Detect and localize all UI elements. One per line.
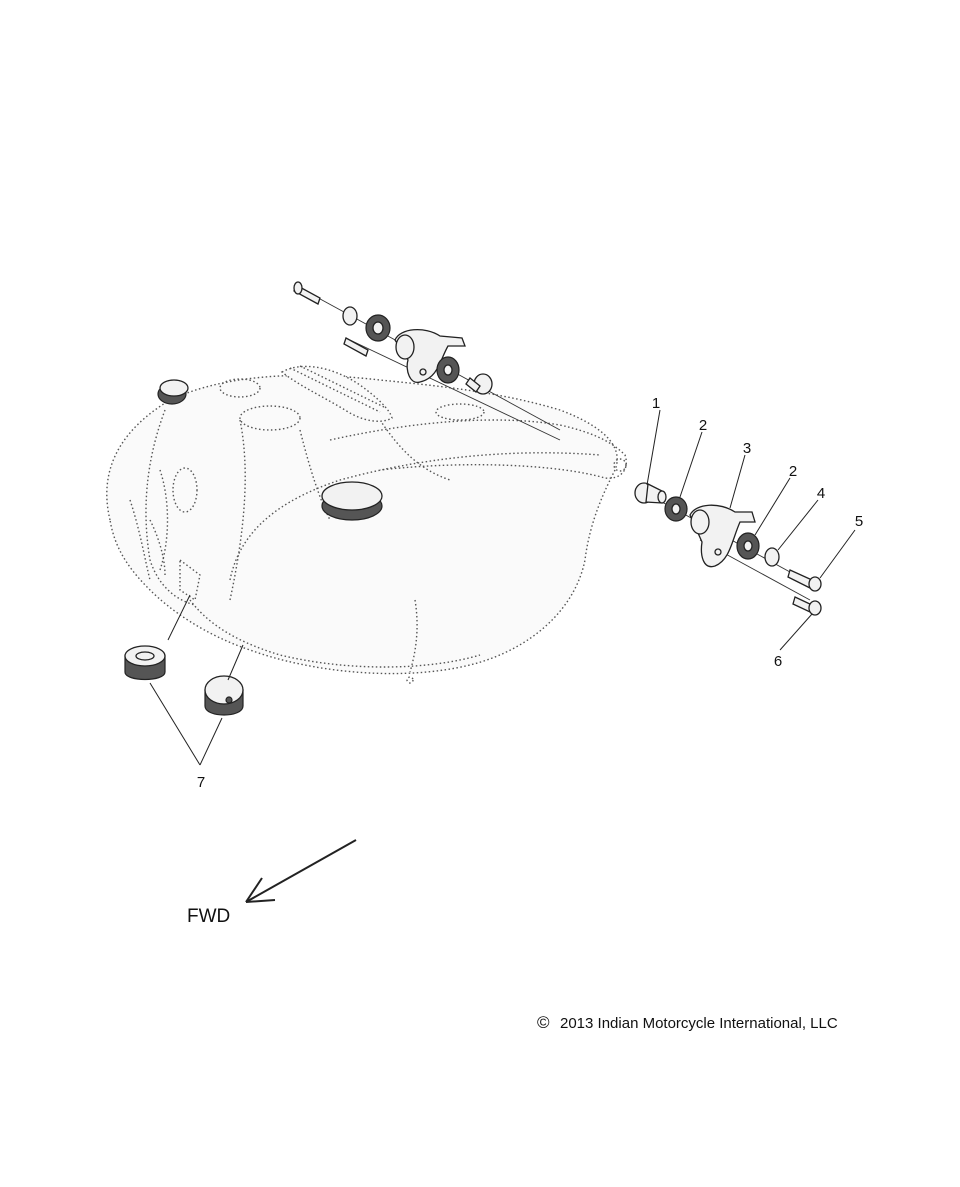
upper-bracket-assembly: [293, 281, 561, 441]
copyright-text: 2013 Indian Motorcycle International, LL…: [560, 1015, 838, 1032]
upper-small-bolt: [343, 337, 369, 357]
upper-sleeve: [465, 373, 493, 395]
fuel-tank: [106, 365, 627, 684]
callout-6: 6: [774, 653, 782, 670]
callout-2: 2: [699, 417, 707, 434]
copyright-notice: © 2013 Indian Motorcycle International, …: [537, 1013, 838, 1032]
callout-1: 1: [652, 395, 660, 412]
part-1-sleeve: [634, 482, 667, 504]
callout-7: 7: [197, 774, 205, 791]
callout-5: 5: [855, 513, 863, 530]
part-6-bolt: [792, 596, 822, 616]
upper-bushing: [365, 314, 391, 342]
forward-arrow-icon: [245, 839, 357, 903]
grommet-right: [204, 675, 244, 716]
forward-direction-indicator: FWD: [187, 839, 357, 927]
forward-arrowhead-icon: [245, 877, 276, 903]
rear-mount-assembly: [634, 482, 822, 616]
upper-bushing-2: [436, 356, 460, 384]
upper-bolt: [293, 281, 321, 305]
callout-4: 4: [817, 485, 825, 502]
part-2-bushing-a: [664, 496, 688, 522]
fwd-label: FWD: [187, 906, 230, 927]
part-4-washer: [764, 547, 780, 567]
part-2-bushing-b: [736, 532, 760, 560]
callout-labels: 1 2 3 2 4 5 6 7: [197, 395, 863, 791]
part-5-bolt: [787, 569, 822, 592]
grommet-left: [124, 645, 166, 681]
part-3-bracket: [689, 504, 756, 568]
part-7-grommets: [124, 645, 244, 716]
leader-lines: [149, 409, 856, 766]
upper-washer: [342, 306, 358, 326]
callout-2-second: 2: [789, 463, 797, 480]
copyright-symbol: ©: [537, 1013, 550, 1032]
callout-3: 3: [743, 440, 751, 457]
